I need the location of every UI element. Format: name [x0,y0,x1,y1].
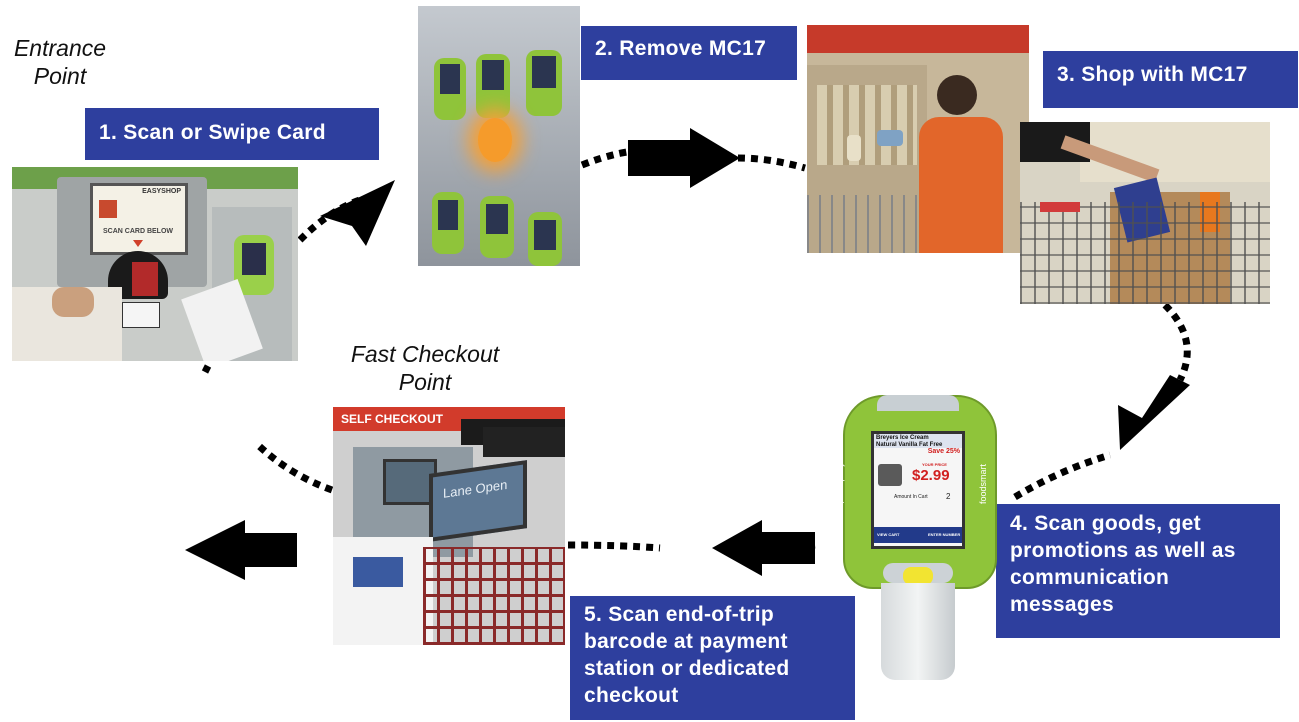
path-4-tail [1013,451,1112,501]
path-3-to-4 [1162,302,1191,382]
step-2-box: 2. Remove MC17 [581,26,797,80]
device-brand-right: foodsmart [978,463,989,505]
device-btn-right: ENTER NUMBER [928,532,961,537]
device-promo: Save 25% [927,448,960,455]
kiosk-screen-text: SCAN CARD BELOW [103,228,173,235]
device-rack-photo [418,6,580,266]
kiosk-brand: EASYSHOP [142,188,181,195]
entrance-kiosk-photo: EASYSHOP SCAN CARD BELOW [12,167,298,361]
step-4-line1: 4. Scan goods, get [1010,512,1201,535]
path-entrance-tail [201,364,212,374]
step-5-line1: 5. Scan end-of-trip [584,603,775,626]
self-checkout-photo: SELF CHECKOUT Lane Open [333,407,565,645]
step-5-box: 5. Scan end-of-trip barcode at payment s… [570,596,855,720]
arrow-head-1 [320,180,395,246]
path-exit [255,442,334,494]
fast-checkout-caption: Fast Checkout Point [330,340,520,396]
step-1-box: 1. Scan or Swipe Card [85,108,379,160]
foodsmart-device: Breyers Ice Cream Natural Vanilla Fat Fr… [836,395,997,680]
arrow-head-2 [628,128,740,188]
device-price: $2.99 [912,467,950,484]
entrance-caption-line2: Point [33,63,87,89]
device-product-line2: Natural Vanilla Fat Free [874,442,962,448]
step-4-line4: messages [1010,593,1114,616]
device-amount-label: Amount In Cart [894,494,928,500]
path-2-to-3-tail [737,154,806,172]
device-product-line1: Breyers Ice Cream [874,434,962,442]
entrance-point-caption: Entrance Point [0,34,120,90]
step-4-line3: communication [1010,566,1170,589]
entrance-caption-line1: Entrance [13,35,107,61]
device-brand-left: foodsmart [836,463,847,505]
fast-caption-line2: Point [398,369,452,395]
checkout-sign: SELF CHECKOUT [341,412,443,426]
step-1-text: 1. Scan or Swipe Card [99,121,326,144]
device-amount-value: 2 [946,492,951,501]
step-4-line2: promotions as well as [1010,539,1236,562]
step-5-line4: checkout [584,684,679,707]
step-5-line3: station or dedicated [584,657,790,680]
path-5-to-6 [567,541,661,552]
fast-caption-line1: Fast Checkout [350,341,500,367]
arrow-head-exit [185,520,297,580]
grocery-cart-photo [1020,122,1270,304]
step-4-box: 4. Scan goods, get promotions as well as… [996,504,1280,638]
checkout-screen-text: Lane Open [443,476,508,501]
device-price-label: YOUR PRICE [922,462,947,467]
device-scan-button [903,567,933,585]
shopper-scanning-photo [807,25,1029,253]
step-2-text: 2. Remove MC17 [595,37,767,60]
arrow-head-4 [712,520,815,576]
arrow-head-3 [1118,375,1190,450]
step-3-box: 3. Shop with MC17 [1043,51,1298,108]
step-3-text: 3. Shop with MC17 [1057,63,1248,86]
step-5-line2: barcode at payment [584,630,788,653]
device-btn-left: VIEW CART [877,532,900,537]
